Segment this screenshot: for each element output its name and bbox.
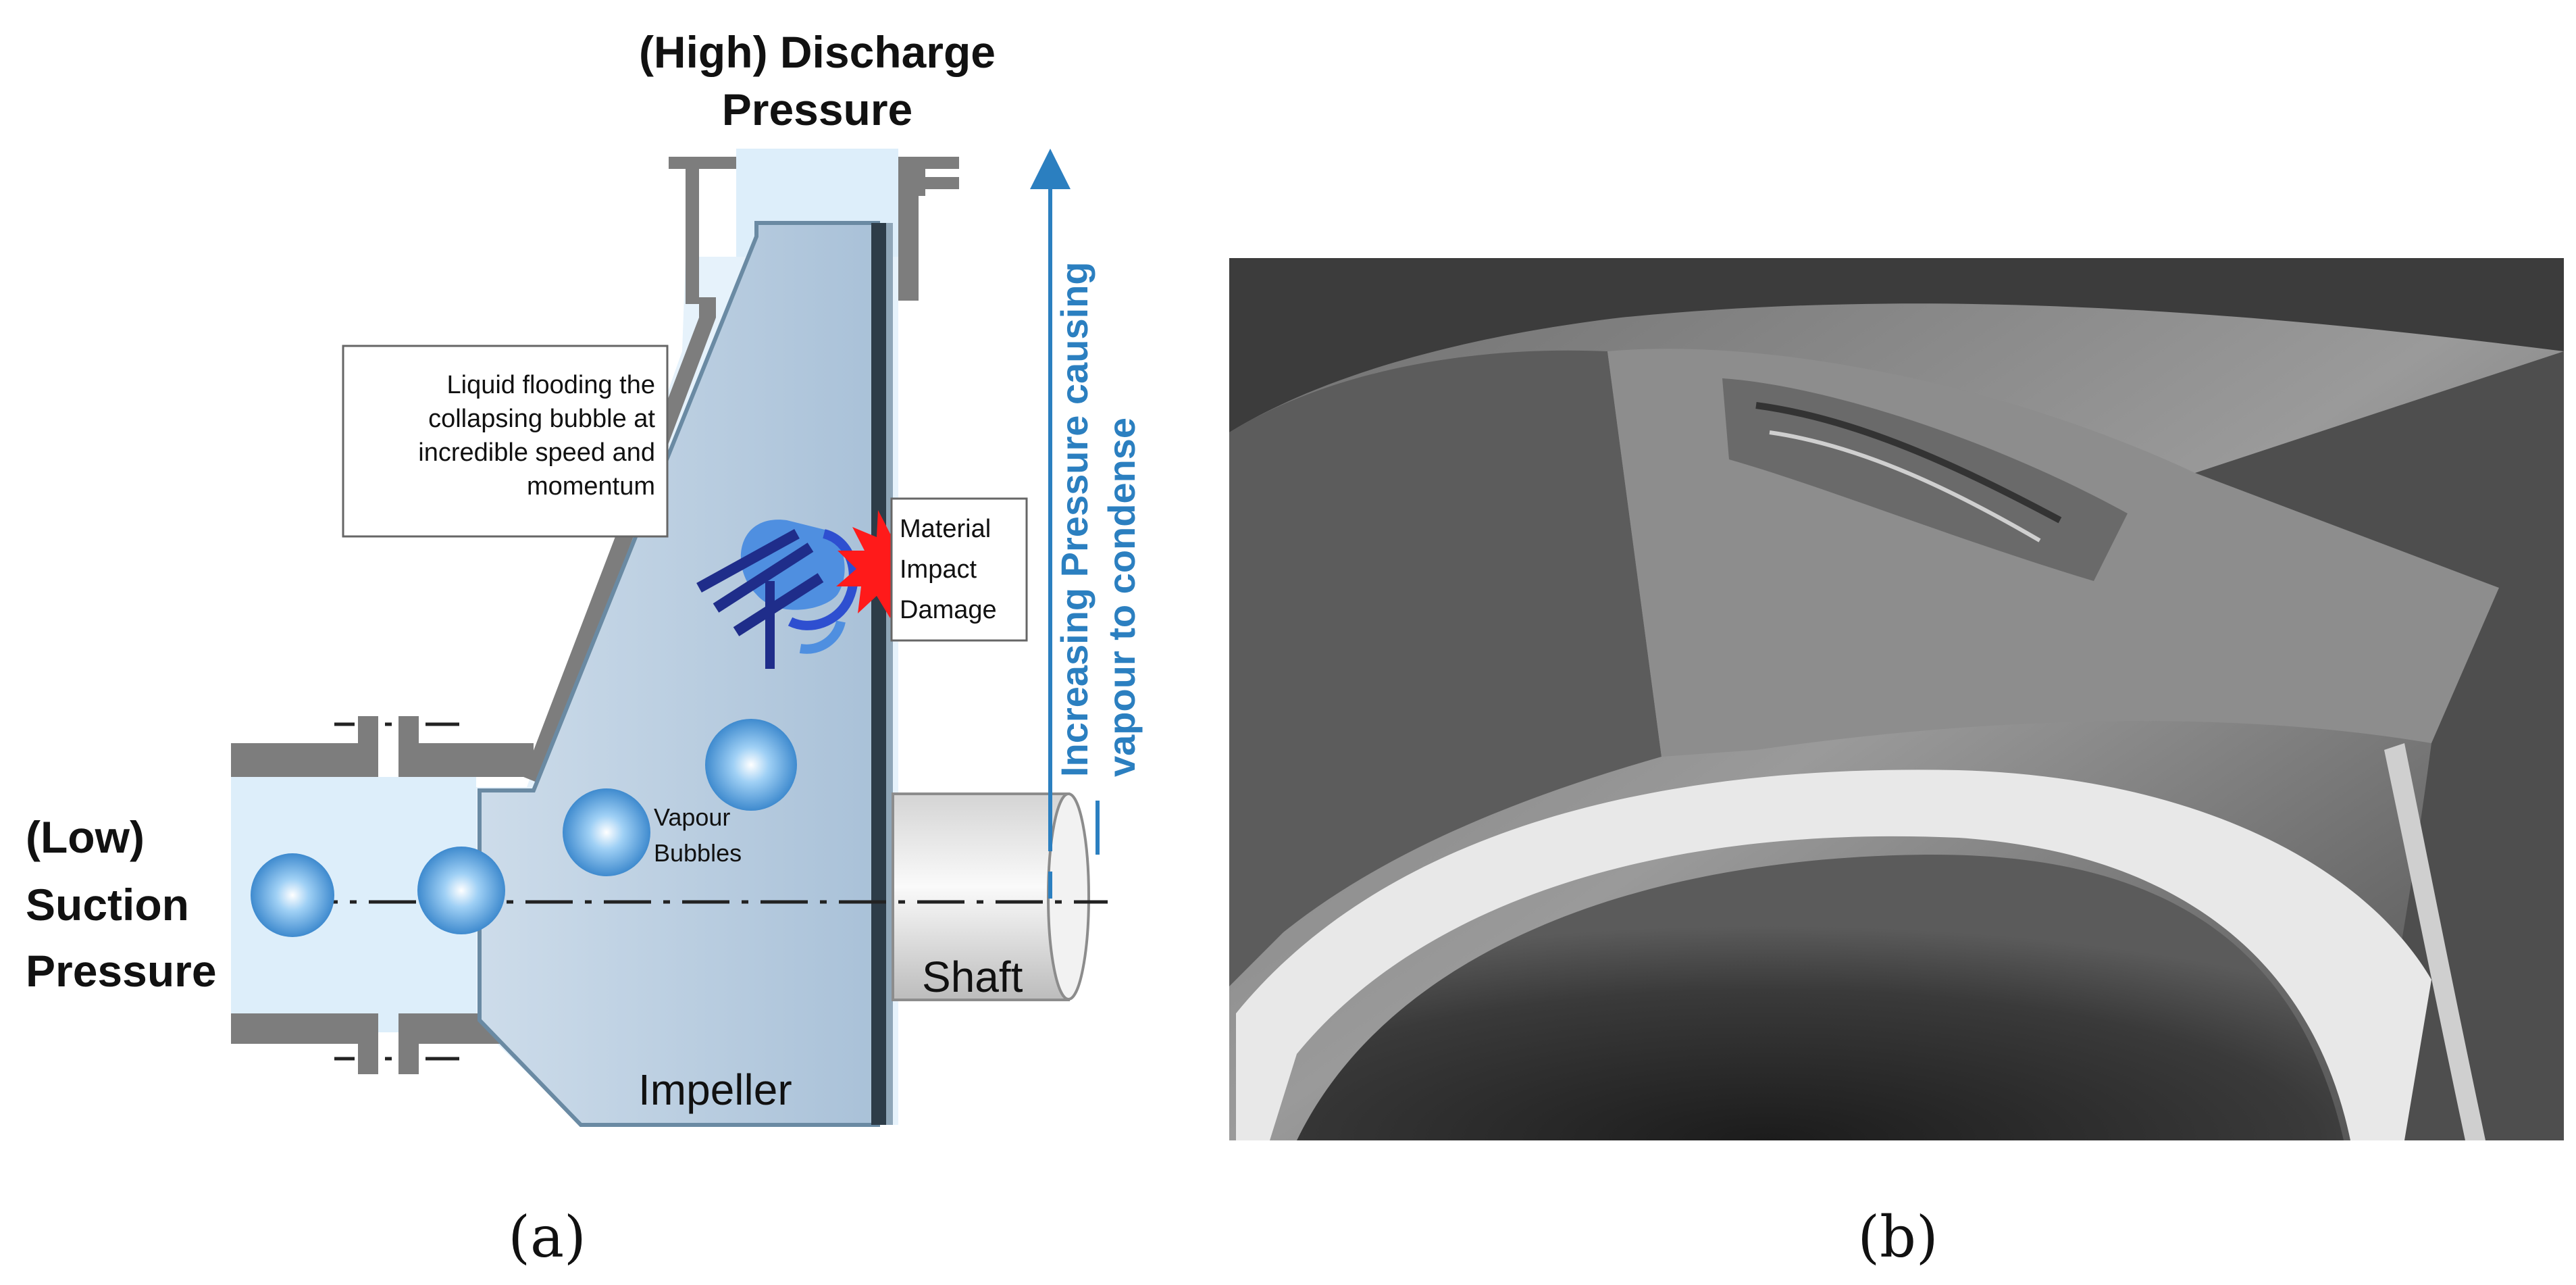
- suction-label: (Low): [26, 812, 145, 862]
- damage-line: Damage: [900, 596, 997, 624]
- shaft: [892, 792, 1090, 1001]
- bubble: [417, 847, 505, 934]
- bubble: [705, 719, 797, 811]
- suction-label: Pressure: [26, 946, 217, 996]
- impeller-label: Impeller: [638, 1065, 792, 1114]
- bubble: [563, 788, 650, 876]
- callout-line: momentum: [527, 472, 655, 501]
- impeller-shroud: [871, 223, 886, 1125]
- bubble: [251, 853, 334, 937]
- shaft-label: Shaft: [922, 953, 1023, 1001]
- callout-box: Liquid flooding the collapsing bubble at…: [342, 345, 669, 538]
- callout-line: incredible speed and: [418, 438, 655, 467]
- damage-box: Material Impact Damage: [890, 497, 1028, 642]
- pressure-arrow-label: vapour to condense: [1100, 418, 1143, 777]
- callout-line: collapsing bubble at: [428, 405, 655, 433]
- callout-line: Liquid flooding the: [447, 371, 655, 399]
- fluid-channel: [231, 777, 476, 1032]
- caption-a: (a): [508, 1204, 586, 1270]
- discharge-label: Pressure: [722, 84, 913, 134]
- vapour-bubbles: [251, 719, 797, 937]
- pressure-arrow: Increasing Pressure causing vapour to co…: [1030, 149, 1143, 899]
- vapour-label: Vapour: [654, 803, 730, 831]
- vapour-label: Bubbles: [654, 839, 742, 867]
- damage-line: Material: [900, 515, 991, 543]
- damage-line: Impact: [900, 555, 977, 584]
- panel-a-diagram: Liquid flooding the collapsing bubble at…: [26, 27, 1143, 1127]
- suction-label: Suction: [26, 880, 189, 930]
- discharge-label: (High) Discharge: [639, 27, 996, 77]
- flange-bolts: [334, 722, 459, 1061]
- collapsing-bubble-icon: [696, 520, 858, 669]
- pressure-arrow-label: Increasing Pressure causing: [1053, 261, 1096, 777]
- caption-b: (b): [1857, 1204, 1938, 1270]
- panel-b-photo: [1229, 258, 2564, 1140]
